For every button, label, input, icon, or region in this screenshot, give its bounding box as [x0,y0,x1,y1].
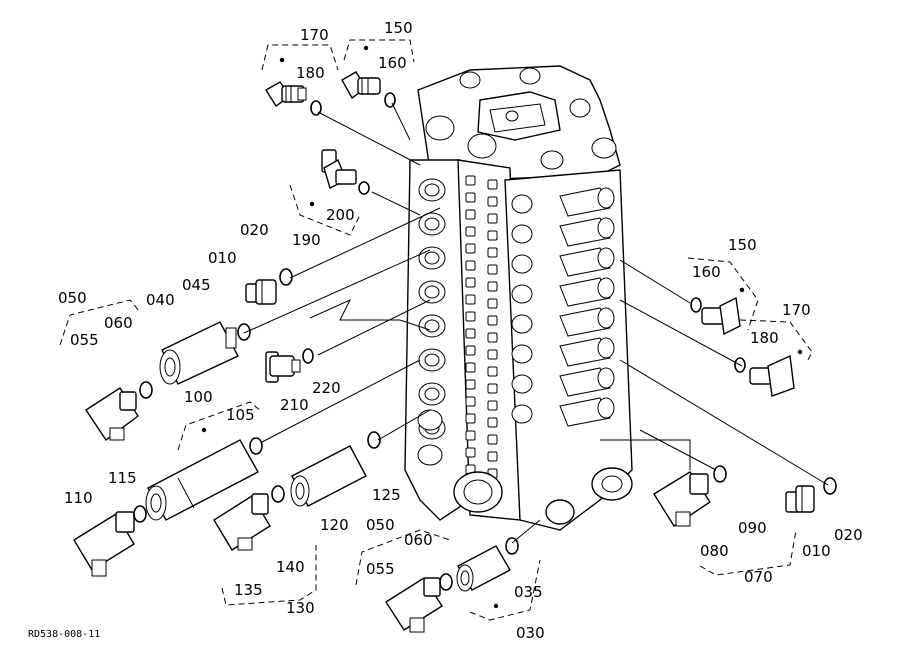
part-number-labels: 170 180 150 160 200 190 020 010 045 040 … [58,19,863,642]
o-ring-035 [505,537,519,555]
elbow-fitting-150-right [701,296,741,336]
sleeve-040 [159,321,239,385]
label-010-left: 010 [208,249,237,267]
label-020-right: 020 [834,526,863,544]
label-170-top: 170 [300,26,329,44]
label-160-right: 160 [692,263,721,281]
label-135: 135 [234,581,263,599]
label-050-left: 050 [58,289,87,307]
label-105: 105 [226,406,255,424]
label-090: 090 [738,519,767,537]
o-ring-220 [302,348,314,364]
o-ring-125 [367,431,381,449]
label-070: 070 [744,568,773,586]
label-140: 140 [276,558,305,576]
o-ring-060-bottom [439,573,453,591]
label-055-left: 055 [70,331,99,349]
o-ring-060-left [139,381,153,399]
tee-fitting-210 [265,351,301,383]
diagram-reference-code: RD538-008-11 [28,629,100,640]
label-200: 200 [326,206,355,224]
label-130: 130 [286,599,315,617]
o-ring-090 [713,465,727,483]
label-150-right: 150 [728,236,757,254]
label-180-right: 180 [750,329,779,347]
o-ring-140 [271,485,285,503]
elbow-fitting-080 [653,471,711,527]
o-ring-115 [133,505,147,523]
sleeve-030 [456,545,511,592]
o-ring-180-top [310,100,322,116]
o-ring-200 [358,181,370,195]
label-050-bottom: 050 [366,516,395,534]
label-110: 110 [64,489,93,507]
o-ring-020-left [279,268,293,286]
label-080: 080 [700,542,729,560]
adapter-010-left [245,279,277,305]
leader-lines [243,102,829,544]
elbow-fitting-055-left [85,387,139,442]
label-010-right: 010 [802,542,831,560]
sleeve-120 [290,445,367,507]
o-ring-160-top [384,92,396,108]
label-055-bottom: 055 [366,560,395,578]
label-030: 030 [516,624,545,642]
o-ring-045 [237,323,251,341]
label-220: 220 [312,379,341,397]
label-150-top: 150 [384,19,413,37]
elbow-fitting-170-top [265,81,307,108]
label-020-left: 020 [240,221,269,239]
elbow-fitting-170-right [749,354,795,397]
label-060-left: 060 [104,314,133,332]
label-100: 100 [184,388,213,406]
label-040: 040 [146,291,175,309]
control-valve-body [404,65,633,531]
label-180-top: 180 [296,64,325,82]
label-035: 035 [514,583,543,601]
o-ring-180-right [734,357,746,373]
adapter-010-right [785,485,815,513]
label-125: 125 [372,486,401,504]
elbow-fitting-110 [73,511,135,577]
elbow-fitting-135 [213,493,271,551]
long-sleeve-100 [145,439,259,521]
label-160-top: 160 [378,54,407,72]
label-115: 115 [108,469,137,487]
tee-fitting-190 [321,149,357,189]
label-060-bottom: 060 [404,531,433,549]
label-120: 120 [320,516,349,534]
elbow-fitting-150-top [341,71,381,100]
label-210: 210 [280,396,309,414]
label-170-right: 170 [782,301,811,319]
label-045: 045 [182,276,211,294]
elbow-fitting-055-bottom [385,577,443,633]
o-ring-105 [249,437,263,455]
label-190: 190 [292,231,321,249]
o-ring-160-right [690,297,702,313]
o-ring-020-right [823,477,837,495]
